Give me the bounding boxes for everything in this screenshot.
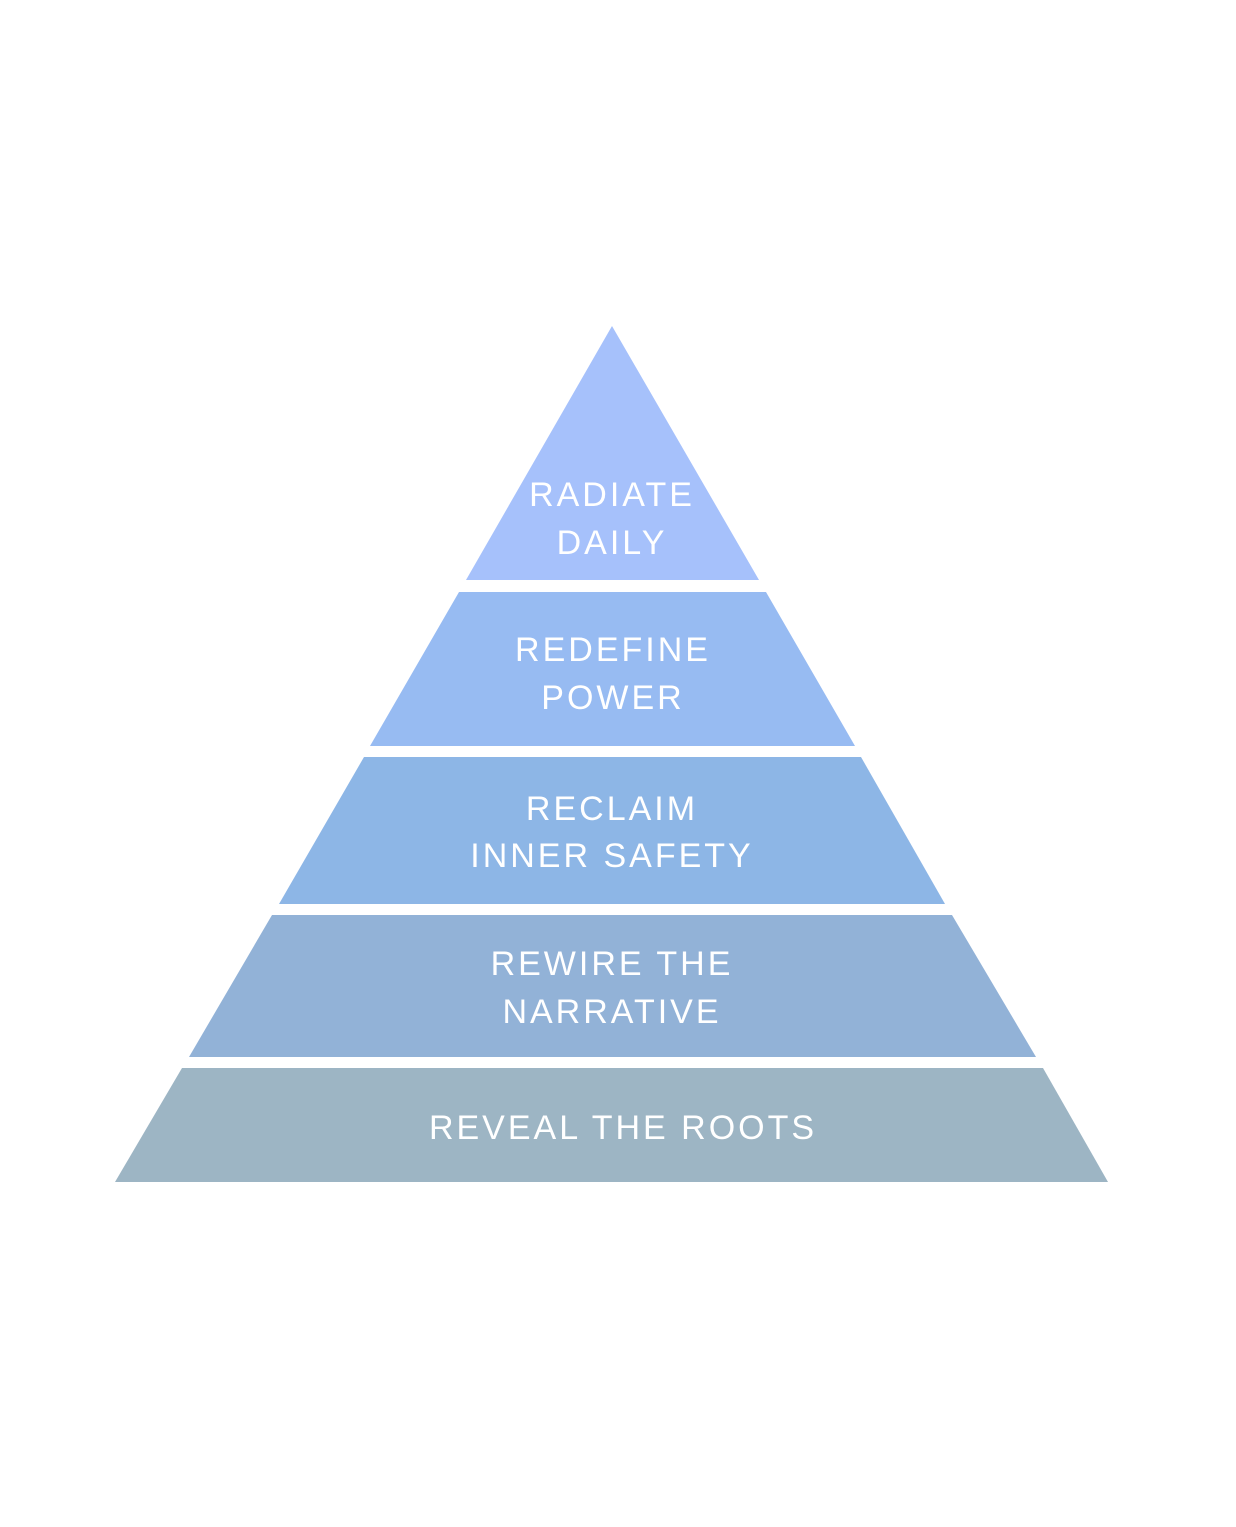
pyramid-tier-2: REDEFINE POWER: [370, 592, 855, 746]
pyramid-tier-5-label-line-1: REVEAL THE ROOTS: [429, 1109, 817, 1147]
pyramid-tier-1: RADIATE DAILY: [466, 326, 759, 580]
pyramid-tier-1-shape: [466, 326, 759, 580]
pyramid-tier-3-label-line-2: INNER SAFETY: [470, 837, 753, 875]
pyramid-tier-4-label-line-1: REWIRE THE: [491, 945, 734, 983]
pyramid-tier-5: REVEAL THE ROOTS: [115, 1068, 1108, 1182]
pyramid-tier-3-shape: [279, 757, 945, 904]
pyramid-tier-4-shape: [189, 915, 1036, 1057]
pyramid-tier-5-shape: [115, 1068, 1108, 1182]
pyramid-tier-2-shape: [370, 592, 855, 746]
pyramid-tier-2-label-line-2: POWER: [541, 679, 684, 717]
pyramid-tier-1-label-line-1: RADIATE: [529, 476, 695, 514]
pyramid-tier-4: REWIRE THE NARRATIVE: [189, 915, 1036, 1057]
pyramid-tier-1-label-line-2: DAILY: [557, 524, 668, 562]
pyramid-tier-2-label-line-1: REDEFINE: [515, 631, 711, 669]
pyramid-tier-3-label-line-1: RECLAIM: [526, 790, 698, 828]
pyramid-tier-4-label-line-2: NARRATIVE: [502, 993, 721, 1031]
pyramid-tier-3: RECLAIM INNER SAFETY: [279, 757, 945, 904]
